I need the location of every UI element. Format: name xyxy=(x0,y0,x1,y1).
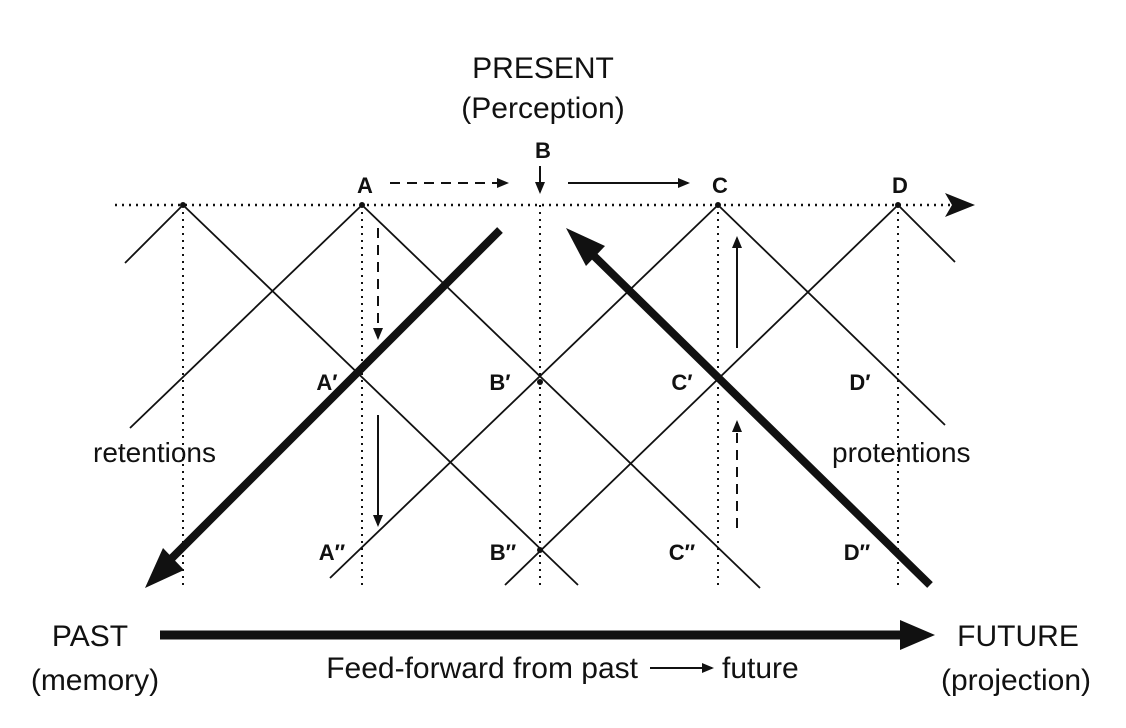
point-label-c: C xyxy=(712,173,728,198)
protentions-label: protentions xyxy=(832,437,971,468)
point-label-d: D xyxy=(892,173,908,198)
retentions-label: retentions xyxy=(93,437,216,468)
diagonal-lattice xyxy=(124,204,956,589)
retention-arrow xyxy=(169,227,503,561)
vertex-dots xyxy=(180,202,901,553)
present-title: PRESENT xyxy=(472,52,614,85)
point-label-a: A xyxy=(357,173,373,198)
future-subtitle: (projection) xyxy=(941,664,1091,697)
point-label-b: B xyxy=(535,138,551,163)
retention-arrowhead xyxy=(145,548,184,588)
present-axis-arrowhead xyxy=(945,193,975,217)
point-label-b-prime: B′ xyxy=(489,370,510,395)
feed-forward-text-after: future xyxy=(722,652,799,685)
feed-forward-arrowhead xyxy=(900,620,935,650)
vertical-dotted-lines xyxy=(182,205,899,585)
point-label-d-double-prime: D″ xyxy=(844,540,871,565)
point-label-d-prime: D′ xyxy=(849,370,870,395)
present-subtitle: (Perception) xyxy=(461,92,624,125)
feed-forward-text-before: Feed-forward from past xyxy=(326,652,638,685)
protention-arrow xyxy=(590,252,933,588)
point-label-b-double-prime: B″ xyxy=(490,540,517,565)
point-label-c-double-prime: C″ xyxy=(669,540,696,565)
point-label-c-prime: C′ xyxy=(671,370,692,395)
point-label-a-prime: A′ xyxy=(316,370,337,395)
point-label-a-double-prime: A″ xyxy=(319,540,346,565)
future-title: FUTURE xyxy=(957,620,1079,653)
protention-arrowhead xyxy=(566,228,605,266)
past-subtitle: (memory) xyxy=(31,664,159,697)
past-title: PAST xyxy=(52,620,128,653)
